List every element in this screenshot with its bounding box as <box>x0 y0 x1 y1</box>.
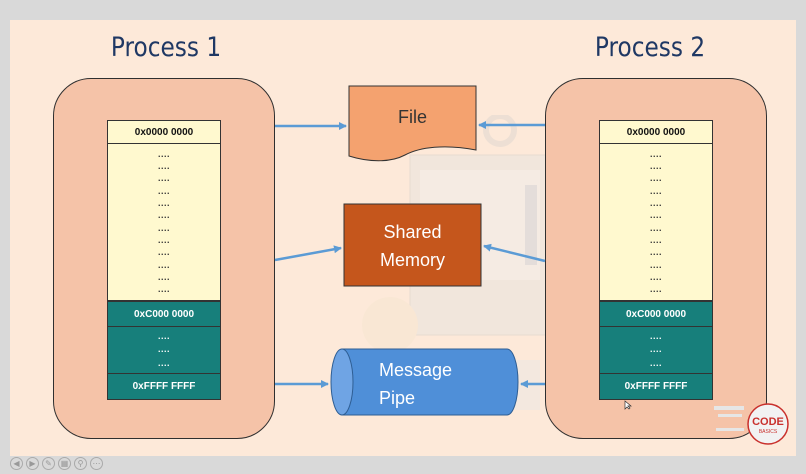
file-shape <box>348 85 477 162</box>
ellipsis: .... <box>649 210 662 221</box>
ellipsis: .... <box>649 284 662 295</box>
ellipsis: .... <box>157 197 170 208</box>
logo-text: CODE <box>752 416 784 428</box>
ellipsis: .... <box>649 247 662 258</box>
shared-memory-label-line1: Shared <box>383 222 442 242</box>
ellipsis: .... <box>649 160 662 171</box>
logo-subtext: BASICS <box>759 429 778 435</box>
ellipsis: .... <box>157 148 170 159</box>
ipc-shapes <box>274 85 546 416</box>
file-label: File <box>397 107 427 127</box>
ellipsis: .... <box>649 344 662 355</box>
ellipsis: .... <box>157 234 170 245</box>
ellipsis: .... <box>157 160 170 171</box>
ellipsis: .... <box>157 331 170 342</box>
process-2-memory-map: 0x0000 0000 .... .... .... .... .... ...… <box>599 120 713 400</box>
memory-user-space: .... .... .... .... .... .... .... .... … <box>600 144 712 301</box>
ellipsis: .... <box>649 222 662 233</box>
ellipsis: .... <box>157 259 170 270</box>
memory-address-bottom: 0xFFFF FFFF <box>108 374 220 399</box>
zoom-icon[interactable]: ⚲ <box>74 457 87 470</box>
ellipsis: .... <box>157 247 170 258</box>
slides-icon[interactable]: ▦ <box>58 457 71 470</box>
process-1-title: Process 1 <box>110 32 222 63</box>
arrow-p1-shared-memory <box>274 245 342 262</box>
message-pipe-label: Message Pipe <box>355 356 494 412</box>
mouse-cursor-icon <box>624 400 632 410</box>
previous-icon[interactable]: ◀ <box>10 457 23 470</box>
shared-memory-shape <box>343 203 482 287</box>
shared-memory-label-line2: Memory <box>379 250 445 270</box>
ellipsis: .... <box>649 234 662 245</box>
more-icon[interactable]: ⋯ <box>90 457 103 470</box>
message-pipe-label-line2: Pipe <box>379 388 416 408</box>
ellipsis: .... <box>649 271 662 282</box>
arrow-p2-shared-memory <box>483 243 546 263</box>
slideshow-toolbar: ◀ ▶ ✎ ▦ ⚲ ⋯ <box>10 457 103 470</box>
ellipsis: .... <box>157 284 170 295</box>
ellipsis: .... <box>157 344 170 355</box>
memory-address-bottom: 0xFFFF FFFF <box>600 374 712 399</box>
ellipsis: .... <box>157 210 170 221</box>
ellipsis: .... <box>649 259 662 270</box>
ellipsis: .... <box>649 173 662 184</box>
ellipsis: .... <box>649 331 662 342</box>
process-2-title: Process 2 <box>594 32 706 63</box>
next-icon[interactable]: ▶ <box>26 457 39 470</box>
ellipsis: .... <box>157 357 170 368</box>
ellipsis: .... <box>649 357 662 368</box>
slide: Process 1 Process 2 0x0000 0000 .... ...… <box>10 20 796 456</box>
code-basics-logo: CODE BASICS <box>712 388 796 456</box>
ellipsis: .... <box>649 185 662 196</box>
shared-memory-label: Shared Memory <box>344 218 481 274</box>
message-pipe-label-line1: Message <box>379 360 453 380</box>
ellipsis: .... <box>649 197 662 208</box>
memory-kernel-space: .... .... .... <box>108 327 220 374</box>
memory-address-kernel-start: 0xC000 0000 <box>108 301 220 327</box>
ellipsis: .... <box>157 185 170 196</box>
ellipsis: .... <box>649 148 662 159</box>
ellipsis: .... <box>157 271 170 282</box>
memory-kernel-space: .... .... .... <box>600 327 712 374</box>
ellipsis: .... <box>157 173 170 184</box>
ellipsis: .... <box>157 222 170 233</box>
memory-address-top: 0x0000 0000 <box>108 121 220 144</box>
memory-address-top: 0x0000 0000 <box>600 121 712 144</box>
pen-icon[interactable]: ✎ <box>42 457 55 470</box>
memory-address-kernel-start: 0xC000 0000 <box>600 301 712 327</box>
message-pipe-shape <box>330 348 519 416</box>
memory-user-space: .... .... .... .... .... .... .... .... … <box>108 144 220 301</box>
process-1-memory-map: 0x0000 0000 .... .... .... .... .... ...… <box>107 120 221 400</box>
